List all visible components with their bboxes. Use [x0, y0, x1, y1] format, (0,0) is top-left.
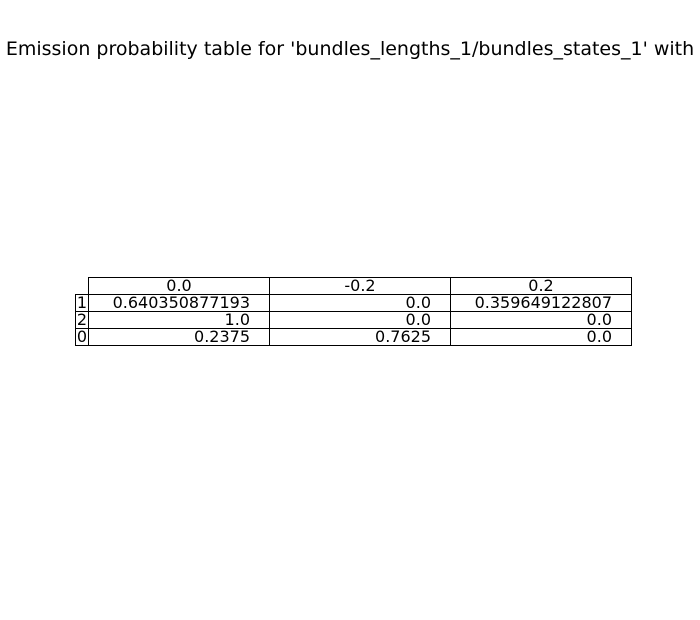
table-cell: 0.0 — [450, 328, 632, 346]
table-cell: 0.7625 — [269, 328, 451, 346]
table-cell: 0.359649122807 — [450, 294, 632, 312]
table-row: 1 0.640350877193 0.0 0.359649122807 — [75, 294, 632, 312]
chart-title: Emission probability table for 'bundles_… — [5, 38, 695, 60]
table-row: 0 0.2375 0.7625 0.0 — [75, 328, 632, 346]
table-row: 2 1.0 0.0 0.0 — [75, 311, 632, 329]
table-cell: 0.0 — [269, 294, 451, 312]
table-cell: 0.640350877193 — [88, 294, 270, 312]
table-cell: 0.2375 — [88, 328, 270, 346]
column-header: 0.0 — [88, 277, 270, 295]
table-cell: 1.0 — [88, 311, 270, 329]
row-label: 1 — [75, 294, 89, 312]
column-header: -0.2 — [269, 277, 451, 295]
table-header-row: 0.0 -0.2 0.2 — [76, 277, 632, 295]
emission-probability-table: 0.0 -0.2 0.2 1 0.640350877193 0.0 0.3596… — [75, 277, 632, 346]
table-cell: 0.0 — [450, 311, 632, 329]
table-cell: 0.0 — [269, 311, 451, 329]
header-corner — [76, 278, 89, 295]
row-label: 2 — [75, 311, 89, 329]
column-header: 0.2 — [450, 277, 632, 295]
row-label: 0 — [75, 328, 89, 346]
